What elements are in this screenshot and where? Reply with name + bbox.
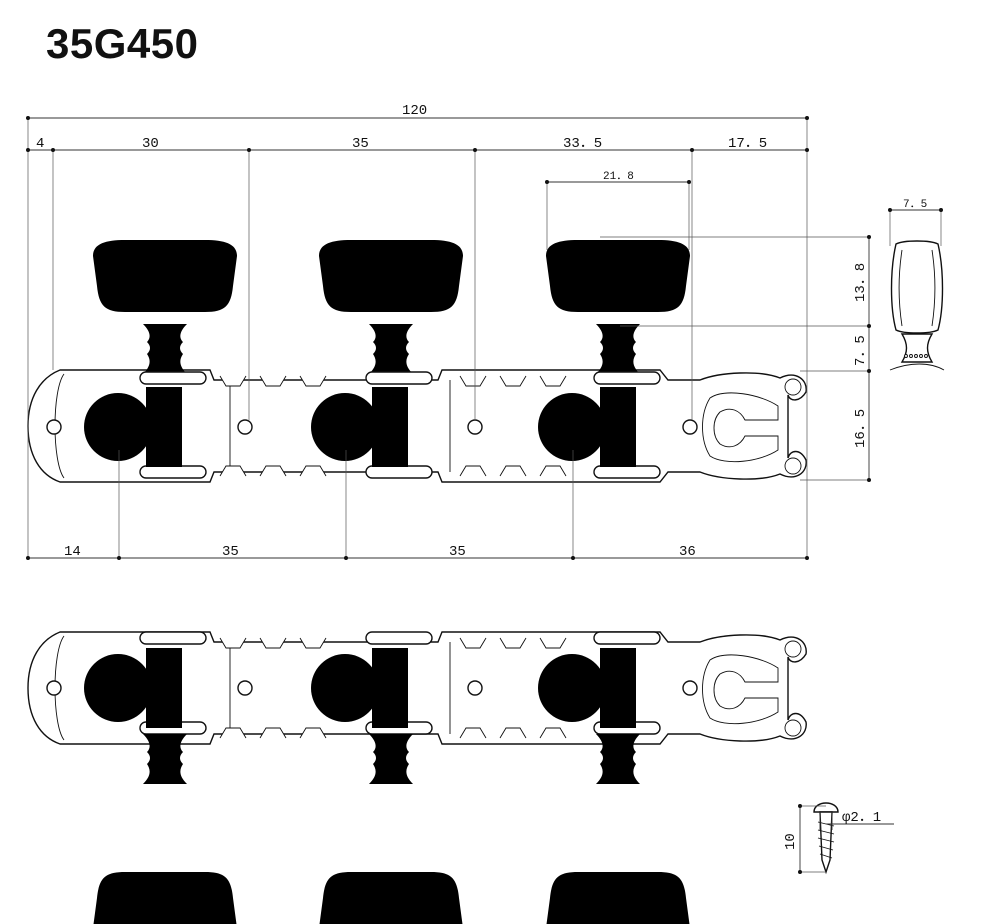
dim-bottom-35b: 35 [449, 544, 466, 560]
tuner-2-bottom [311, 631, 463, 924]
dim-top-35: 35 [352, 136, 369, 152]
dim-top-30: 30 [142, 136, 159, 152]
dim-screw-length: 10 [783, 833, 799, 850]
tuner-2-top [311, 240, 463, 479]
mounting-screw [813, 802, 839, 875]
model-title: 35G450 [46, 20, 199, 67]
tuner-3-bottom [538, 631, 690, 924]
dim-bottom-14: 14 [64, 544, 81, 560]
dim-button-width: 21．8 [603, 171, 634, 183]
dim-vert-7-5: 7．5 [853, 335, 869, 366]
dim-bottom-36: 36 [679, 544, 696, 560]
dim-top-33-5: 33．5 [563, 136, 602, 152]
dim-screw-diameter: φ2．1 [842, 810, 881, 826]
dim-top-4: 4 [36, 136, 44, 152]
dim-bottom-35a: 35 [222, 544, 239, 560]
dim-vert-13-8: 13．8 [853, 263, 869, 302]
dim-overall: 120 [402, 103, 427, 119]
dim-vert-16-5: 16．5 [853, 409, 869, 448]
tuner-3-top [538, 240, 690, 479]
button-side-view [889, 240, 945, 371]
tuner-1-bottom [84, 631, 237, 924]
tuner-1-top [84, 240, 237, 479]
dim-top-17-5: 17．5 [728, 136, 767, 152]
dim-side-width: 7．5 [903, 199, 927, 211]
dimension-lines: 120 4 30 35 33．5 17．5 21．8 7．5 13．8 7．5 … [26, 103, 943, 874]
